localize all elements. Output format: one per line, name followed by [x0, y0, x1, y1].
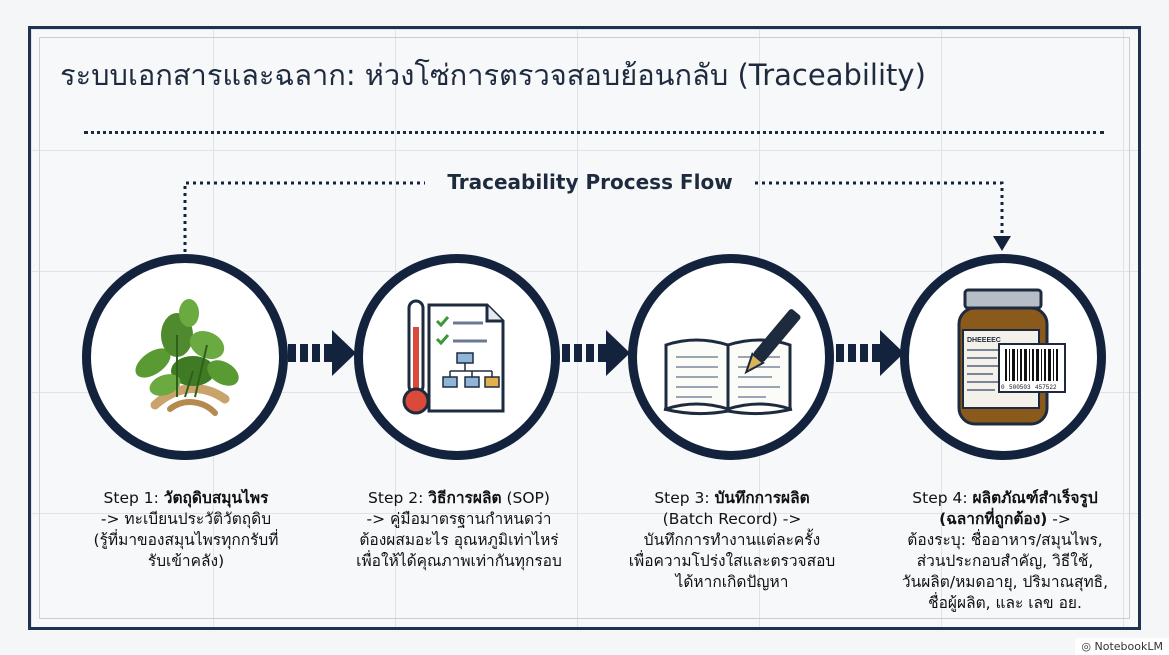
step-4-heading-2: (ฉลากที่ถูกต้อง) ->: [874, 509, 1136, 530]
flow-connector-arrowhead: [993, 236, 1011, 251]
step-1-name: วัตถุดิบสมุนไพร: [163, 489, 269, 507]
flow-label: Traceability Process Flow: [447, 170, 733, 194]
step-1-heading: Step 1: วัตถุดิบสมุนไพร: [55, 488, 317, 509]
step-4-circle: DHEEEEC 0 500503 457522: [900, 254, 1106, 460]
step-4-text: Step 4: ผลิตภัณฑ์สำเร็จรูป (ฉลากที่ถูกต้…: [874, 488, 1136, 614]
step-3-line: (Batch Record) ->: [662, 510, 802, 528]
step-3-name: บันทึกการผลิต: [714, 489, 810, 507]
step-1-line: รับเข้าคลัง): [147, 552, 225, 570]
watermark-text: NotebookLM: [1094, 640, 1163, 653]
step-3-text: Step 3: บันทึกการผลิต (Batch Record) -> …: [594, 488, 870, 593]
step-3-heading: Step 3: บันทึกการผลิต: [594, 488, 870, 509]
step-arrow-3-4: [836, 330, 904, 376]
barcode-digit-left: 0: [1001, 384, 1005, 391]
notebooklm-watermark: ◎ NotebookLM: [1075, 638, 1169, 655]
step-4-line: ชื่อผู้ผลิต, และ เลข อย.: [928, 594, 1082, 612]
labeled-jar-icon: DHEEEEC 0 500503 457522: [923, 282, 1083, 432]
sop-document-icon: [387, 287, 527, 427]
step-1-line: -> ทะเบียนประวัติวัตถุดิบ: [100, 510, 272, 528]
step-2-name: วิธีการผลิต: [428, 489, 502, 507]
step-2-line: ต้องผสมอะไร อุณหภูมิเท่าไหร่: [359, 531, 559, 549]
step-3-line: บันทึกการทำงานแต่ละครั้ง: [643, 531, 821, 549]
step-2-circle: [354, 254, 560, 460]
step-2-name-suffix: (SOP): [501, 489, 550, 507]
step-2-line: เพื่อให้ได้คุณภาพเท่ากันทุกรอบ: [356, 552, 562, 570]
step-4-name-2-suffix: ->: [1047, 510, 1071, 528]
step-3-line: ได้หากเกิดปัญหา: [675, 573, 789, 591]
step-2-heading: Step 2: วิธีการผลิต (SOP): [318, 488, 600, 509]
notebooklm-logo-icon: ◎: [1081, 640, 1095, 653]
step-4-name: ผลิตภัณฑ์สำเร็จรูป: [972, 489, 1098, 507]
page-title: ระบบเอกสารและฉลาก: ห่วงโซ่การตรวจสอบย้อน…: [60, 58, 926, 92]
step-4-line: ต้องระบุ: ชื่ออาหาร/สมุนไพร,: [907, 531, 1103, 549]
step-4-line: วันผลิต/หมดอายุ, ปริมาณสุทธิ,: [901, 573, 1109, 591]
step-arrow-1-2: [288, 330, 356, 376]
step-3-line: เพื่อความโปร่งใสและตรวจสอบ: [628, 552, 836, 570]
barcode-digits-mid: 500503: [1009, 384, 1031, 391]
barcode-digits-right: 457522: [1035, 384, 1057, 391]
flow-connector-left: [183, 181, 425, 252]
step-1-text: Step 1: วัตถุดิบสมุนไพร -> ทะเบียนประวัต…: [55, 488, 317, 572]
step-2-text: Step 2: วิธีการผลิต (SOP) -> คู่มือมาตรฐ…: [318, 488, 600, 572]
jar-brand-text: DHEEEEC: [967, 337, 1001, 344]
step-4-prefix: Step 4:: [912, 489, 973, 507]
step-arrow-2-3: [562, 330, 630, 376]
title-divider: [84, 131, 1104, 134]
step-3-prefix: Step 3:: [654, 489, 715, 507]
step-1-line: (รู้ที่มาของสมุนไพรทุกกรับที่: [93, 531, 279, 549]
inner-frame: [39, 37, 1130, 619]
step-3-circle: [628, 254, 834, 460]
flow-connector-right: [755, 181, 1004, 238]
batch-record-book-icon: [656, 287, 806, 427]
step-4-line: ส่วนประกอบสำคัญ, วิธีใช้,: [916, 552, 1094, 570]
step-4-heading: Step 4: ผลิตภัณฑ์สำเร็จรูป: [874, 488, 1136, 509]
step-1-prefix: Step 1:: [103, 489, 164, 507]
step-4-name-2: (ฉลากที่ถูกต้อง): [939, 510, 1048, 528]
step-1-circle: [82, 254, 288, 460]
step-2-line: -> คู่มือมาตรฐานกำหนดว่า: [366, 510, 552, 528]
herbs-icon: [115, 287, 255, 427]
step-2-prefix: Step 2:: [368, 489, 429, 507]
